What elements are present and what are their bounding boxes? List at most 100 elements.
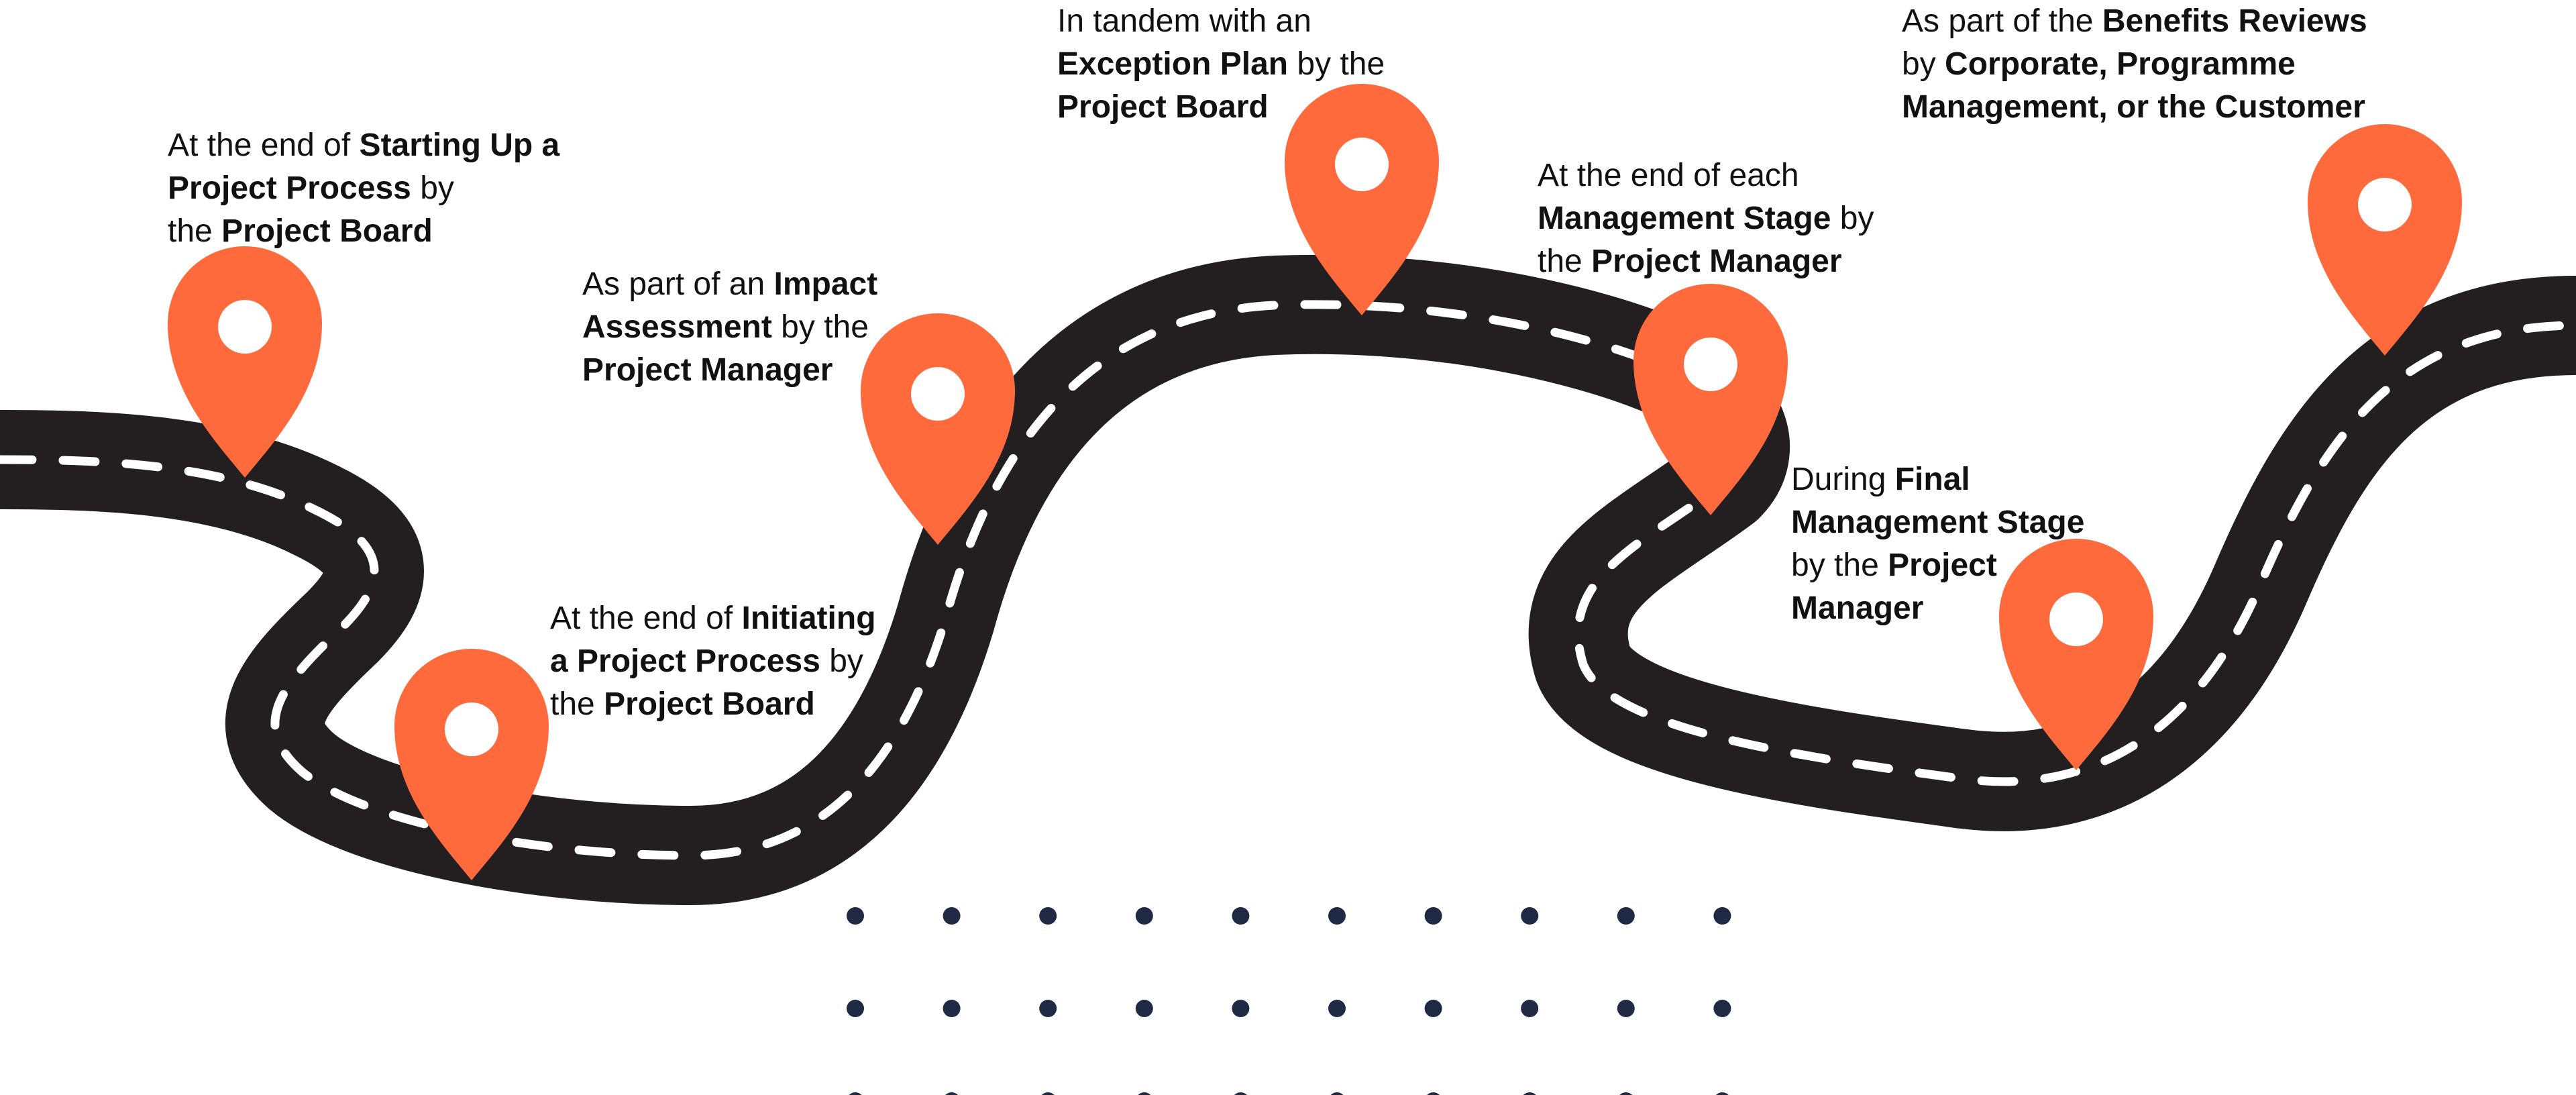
caption-bold-text: Benefits Reviews <box>2102 3 2367 39</box>
pin-hole <box>2358 178 2412 231</box>
caption-text: by <box>411 170 454 206</box>
caption-bold-text: a Project Process <box>550 643 820 679</box>
caption-line: At the end of Initiating <box>550 597 876 640</box>
caption-line: In tandem with an <box>1057 0 1385 43</box>
map-pins <box>168 84 2462 880</box>
grid-dot <box>849 1092 862 1095</box>
caption-line: Project Board <box>1057 86 1385 129</box>
caption-text: the <box>168 213 222 249</box>
caption-line: As part of the Benefits Reviews <box>1902 0 2367 43</box>
caption-bold-text: Management, or the Customer <box>1902 89 2365 125</box>
road-surface <box>0 254 2576 905</box>
pin-hole <box>2049 592 2103 646</box>
caption-line: the Project Manager <box>1538 240 1874 283</box>
grid-dot <box>1713 1000 1731 1017</box>
map-pin-icon <box>1633 284 1788 515</box>
grid-dot <box>1521 907 1539 925</box>
caption-line: by Corporate, Programme <box>1902 43 2367 86</box>
caption-text: In tandem with an <box>1057 3 1311 39</box>
caption-bold-text: Starting Up a <box>359 127 560 163</box>
pin-body <box>861 313 1015 545</box>
grid-dot <box>1617 907 1635 925</box>
grid-dot <box>945 1092 958 1095</box>
caption-bold-text: Initiating <box>741 601 876 636</box>
grid-dot <box>1135 1000 1153 1017</box>
caption-text: the <box>550 686 604 722</box>
grid-dot <box>1039 907 1057 925</box>
caption-bold-text: Project Manager <box>1591 244 1842 279</box>
caption-line: Management Stage <box>1791 501 2084 544</box>
pin-body <box>1999 539 2153 770</box>
pin-body <box>1285 84 1439 315</box>
caption-line: Management, or the Customer <box>1902 86 2367 129</box>
caption-line: the Project Board <box>550 683 876 726</box>
grid-dot <box>1234 1092 1247 1095</box>
grid-dot <box>847 907 864 925</box>
caption-text: As part of an <box>582 266 774 302</box>
caption-bold-text: Project Process <box>168 170 411 206</box>
caption-text: by <box>1831 201 1874 236</box>
grid-dot <box>1135 907 1153 925</box>
grid-dot <box>943 907 961 925</box>
map-pin-icon <box>168 246 322 478</box>
caption-text: As part of the <box>1902 3 2102 39</box>
caption-line: Exception Plan by the <box>1057 43 1385 86</box>
grid-dot <box>1138 1092 1151 1095</box>
grid-dot <box>1328 1000 1346 1017</box>
caption-text: by the <box>771 309 869 345</box>
caption-text: by the <box>1288 46 1385 82</box>
grid-dot <box>1039 1000 1057 1017</box>
grid-dot <box>1424 1000 1442 1017</box>
road-lane-marking <box>0 300 2576 860</box>
caption-line: the Project Board <box>168 210 559 253</box>
caption-line: by the Project <box>1791 544 2084 587</box>
caption-line: Management Stage by <box>1538 197 1874 240</box>
pin-hole <box>445 702 498 756</box>
grid-dot <box>1617 1000 1635 1017</box>
caption-bold-text: Project Board <box>604 686 815 722</box>
map-pin-icon <box>1285 84 1439 315</box>
grid-dot <box>1232 1000 1250 1017</box>
pin-hole <box>1335 138 1389 191</box>
caption-line: Project Process by <box>168 167 559 210</box>
caption-line: a Project Process by <box>550 640 876 683</box>
pin-hole <box>911 367 965 421</box>
caption-text: During <box>1791 462 1895 497</box>
grid-dot <box>1427 1092 1440 1095</box>
caption-bold-text: Corporate, Programme <box>1945 46 2296 82</box>
caption-line: Project Manager <box>582 349 877 392</box>
caption-bold-text: Project Board <box>1057 89 1269 125</box>
grid-dot <box>1716 1092 1729 1095</box>
grid-dot <box>1328 907 1346 925</box>
caption-text: the <box>1538 244 1592 279</box>
caption-text: At the end of <box>168 127 360 163</box>
grid-dot <box>1713 907 1731 925</box>
grid-dot <box>1330 1092 1344 1095</box>
caption-bold-text: Assessment <box>582 309 772 345</box>
caption-text: At the end of each <box>1538 158 1799 193</box>
map-pin-icon <box>2308 124 2462 356</box>
pin-body <box>394 649 549 880</box>
caption-bold-text: Exception Plan <box>1057 46 1289 82</box>
pin-hole <box>1684 337 1737 391</box>
road <box>0 254 2576 905</box>
map-pin-icon <box>1999 539 2153 770</box>
map-pin-icon <box>861 313 1015 545</box>
grid-dot <box>943 1000 961 1017</box>
caption-bold-text: Management Stage <box>1538 201 1831 236</box>
grid-dot <box>1041 1092 1055 1095</box>
caption-text: by <box>820 643 863 679</box>
grid-dot <box>1232 907 1250 925</box>
caption-line: As part of an Impact <box>582 263 877 306</box>
grid-dot <box>1424 907 1442 925</box>
grid-dot <box>847 1000 864 1017</box>
milestone-caption-1: At the end of Starting Up a Project Proce… <box>168 124 559 253</box>
grid-dot <box>1521 1000 1539 1017</box>
pin-body <box>1633 284 1788 515</box>
caption-text: At the end of <box>550 601 742 636</box>
